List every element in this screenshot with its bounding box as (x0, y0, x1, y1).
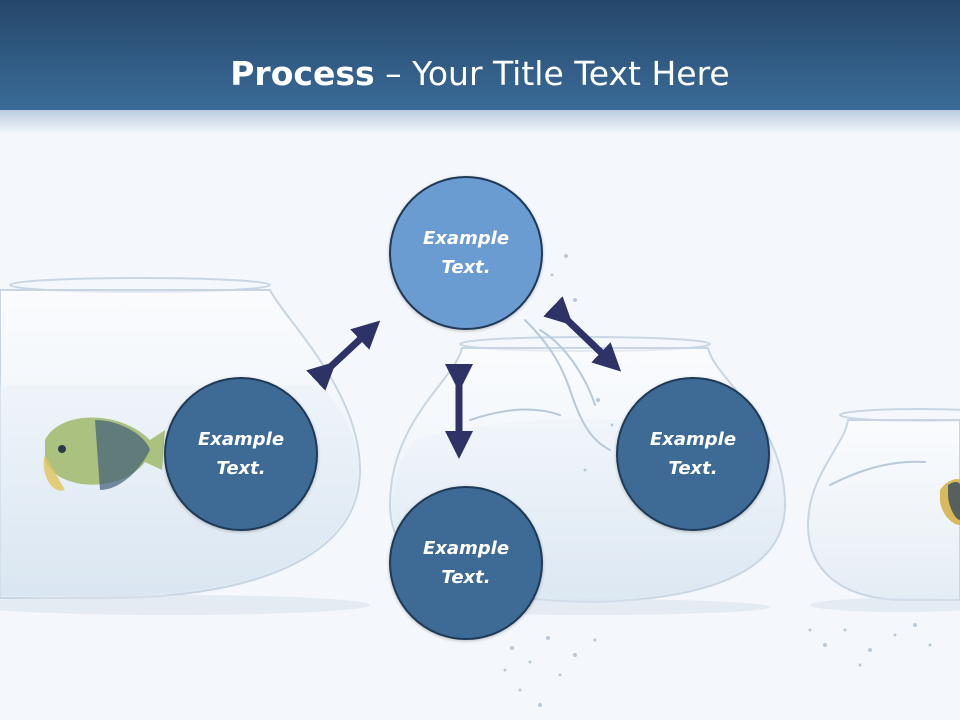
fish-left (43, 417, 165, 491)
node-bottom-text: Example Text. (422, 538, 510, 588)
node-left-text: Example Text. (197, 429, 285, 479)
node-top: Example Text. (389, 176, 543, 330)
node-left: Example Text. (164, 377, 318, 531)
node-right: Example Text. (616, 377, 770, 531)
arrow-top-left (306, 320, 381, 391)
title-bar-shadow (0, 110, 960, 134)
slide-title-rest: – Your Title Text Here (374, 54, 730, 93)
node-right-text: Example Text. (649, 429, 737, 479)
title-bar (0, 0, 960, 110)
slide-title: Process – Your Title Text Here (0, 52, 960, 96)
node-top-text: Example Text. (422, 228, 510, 278)
node-bottom: Example Text. (389, 486, 543, 640)
right-fishbowl (806, 408, 960, 612)
arrow-top-right (543, 296, 622, 372)
slide-title-bold: Process (230, 54, 375, 93)
